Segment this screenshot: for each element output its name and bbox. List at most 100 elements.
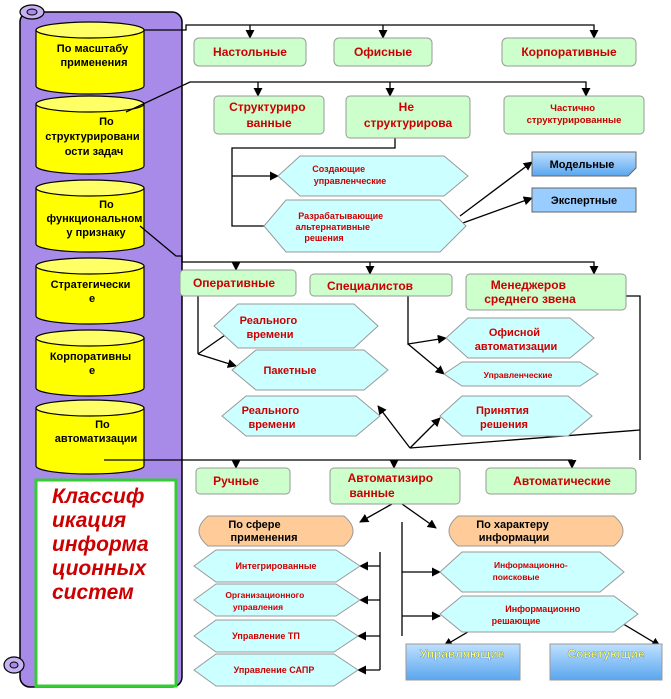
svg-text:По автоматизации: По автоматизации <box>55 419 138 445</box>
node-label: структурированные <box>527 115 622 126</box>
node-unstructured: Не структурирова <box>345 95 471 139</box>
criterion-cylinder-structure: По структурировани ости задач <box>35 95 145 175</box>
node-automatic: Автоматические <box>485 467 637 495</box>
criterion-label: автоматизации <box>55 433 138 445</box>
criterion-label: По <box>99 116 114 128</box>
svg-text:Реального времени: Реального времени <box>242 405 303 431</box>
svg-text:Не структурирова: Не структурирова <box>364 100 453 130</box>
node-label: Советующие <box>567 647 644 661</box>
node-label: Автоматизиро <box>348 471 433 485</box>
node-label: среднего звена <box>484 292 576 306</box>
node-label: Разрабатывающие <box>298 211 383 221</box>
node-label: По сфере <box>228 519 280 531</box>
svg-text:Классиф икация инф: Классиф икация информа ционных систем <box>52 485 155 604</box>
criterion-cylinder-corporate: Корпоративны е <box>35 329 145 397</box>
title-line: Классиф <box>52 485 144 508</box>
node-by-info: По характеру информации <box>448 515 624 547</box>
criterion-label: е <box>89 365 95 377</box>
title-line: систем <box>52 581 134 604</box>
node-info-search: Информационно- поисковые <box>439 551 625 593</box>
node-partial: Частично структурированные <box>503 95 645 135</box>
svg-text:По сфере применения: По сфере применения <box>228 519 297 544</box>
svg-text:Автоматизиро ванные: Автоматизиро ванные <box>348 471 437 500</box>
node-label: Офисные <box>354 45 412 59</box>
svg-text:Разрабатывающие альтерна: Разрабатывающие альтернативные решения <box>296 211 386 243</box>
svg-text:Менеджеров среднего звен: Менеджеров среднего звена <box>484 278 576 306</box>
svg-text:По масштабу применения: По масштабу применения <box>57 43 131 69</box>
criterion-label: По <box>99 199 114 211</box>
criterion-label: функциональном <box>47 213 143 225</box>
criterion-label: Корпоративны <box>50 351 131 363</box>
node-specialists: Специалистов <box>309 273 453 297</box>
title-box: Классиф икация информа ционных систем <box>34 478 178 688</box>
node-realtime-1: Реального времени <box>213 303 379 349</box>
criterion-cylinder-scale: По масштабу применения <box>35 21 145 95</box>
node-label: Управленческие <box>484 370 553 380</box>
node-label: времени <box>246 329 293 341</box>
node-info-solving: Информационно решающие <box>439 595 639 633</box>
node-office: Офисные <box>333 37 433 67</box>
title-line: информа <box>52 533 149 556</box>
node-tp-management: Управление ТП <box>193 619 359 653</box>
node-org-management: Организационного управления <box>193 583 361 617</box>
node-label: Не <box>399 100 415 114</box>
node-manual: Ручные <box>195 467 291 495</box>
node-batch: Пакетные <box>231 349 389 391</box>
node-corporate: Корпоративные <box>501 37 637 67</box>
node-operational: Оперативные <box>179 269 297 297</box>
node-by-sphere: По сфере применения <box>198 515 354 547</box>
node-label: Экспертные <box>551 195 617 207</box>
node-label: Частично <box>550 103 595 114</box>
criterion-label: структурировани <box>45 131 139 143</box>
node-label: ванные <box>349 486 395 500</box>
node-label: времени <box>248 419 295 431</box>
node-label: решения <box>480 419 528 431</box>
node-label: Модельные <box>550 159 615 171</box>
node-label: Управляющие <box>420 647 505 661</box>
svg-text:Информационно- поисковые: Информационно- поисковые <box>493 560 570 582</box>
title-line: икация <box>52 509 126 532</box>
node-developing: Разрабатывающие альтернативные решения <box>263 199 467 253</box>
node-label: управления <box>233 602 283 612</box>
node-integrated: Интегрированные <box>193 549 361 583</box>
criterion-cylinder-functional: По функциональном у признаку <box>35 179 145 253</box>
node-label: Оперативные <box>193 276 275 290</box>
node-label: Реального <box>242 405 300 417</box>
node-label: применения <box>231 532 298 544</box>
node-label: структурирова <box>364 116 453 130</box>
svg-text:По характеру информации: По характеру информации <box>476 519 552 544</box>
node-label: Организационного <box>225 590 304 600</box>
node-label: Офисной <box>489 327 540 339</box>
criterion-label: По масштабу <box>57 43 129 55</box>
node-advising: Советующие <box>549 643 663 681</box>
node-label: Реального <box>240 315 298 327</box>
node-label: ванные <box>246 116 292 130</box>
node-label: Пакетные <box>263 365 316 377</box>
node-label: Ручные <box>213 474 259 488</box>
node-structured: Структуриро ванные <box>213 95 325 135</box>
svg-text:Реального времени: Реального времени <box>240 315 301 341</box>
node-creating: Создающие управленческие <box>277 155 469 197</box>
svg-text:Информационно решающие: Информационно решающие <box>492 604 583 626</box>
node-decision: Принятия решения <box>439 395 593 437</box>
node-label: Интегрированные <box>235 561 316 571</box>
criterion-cylinder-automation: По автоматизации <box>35 399 145 475</box>
svg-text:Организационного управле: Организационного управления <box>225 590 306 612</box>
node-label: Менеджеров <box>491 278 566 292</box>
node-label: управленческие <box>314 176 387 186</box>
node-label: информации <box>479 532 550 544</box>
node-expert: Экспертные <box>531 187 637 213</box>
svg-text:Частично структурированн: Частично структурированные <box>527 103 622 126</box>
criterion-cylinder-strategic: Стратегически е <box>35 257 145 325</box>
node-sapr-management: Управление САПР <box>193 653 359 687</box>
svg-text:Офисной автоматизации: Офисной автоматизации <box>475 327 558 353</box>
node-realtime-2: Реального времени <box>221 395 381 437</box>
svg-text:По структурировани: По структурировани ости задач <box>45 116 142 158</box>
node-desktop: Настольные <box>193 37 307 67</box>
node-label: автоматизации <box>475 341 558 353</box>
node-label: решения <box>304 233 343 243</box>
node-label: Специалистов <box>327 279 413 293</box>
criterion-label: Стратегически <box>51 279 131 291</box>
node-label: поисковые <box>493 572 540 582</box>
